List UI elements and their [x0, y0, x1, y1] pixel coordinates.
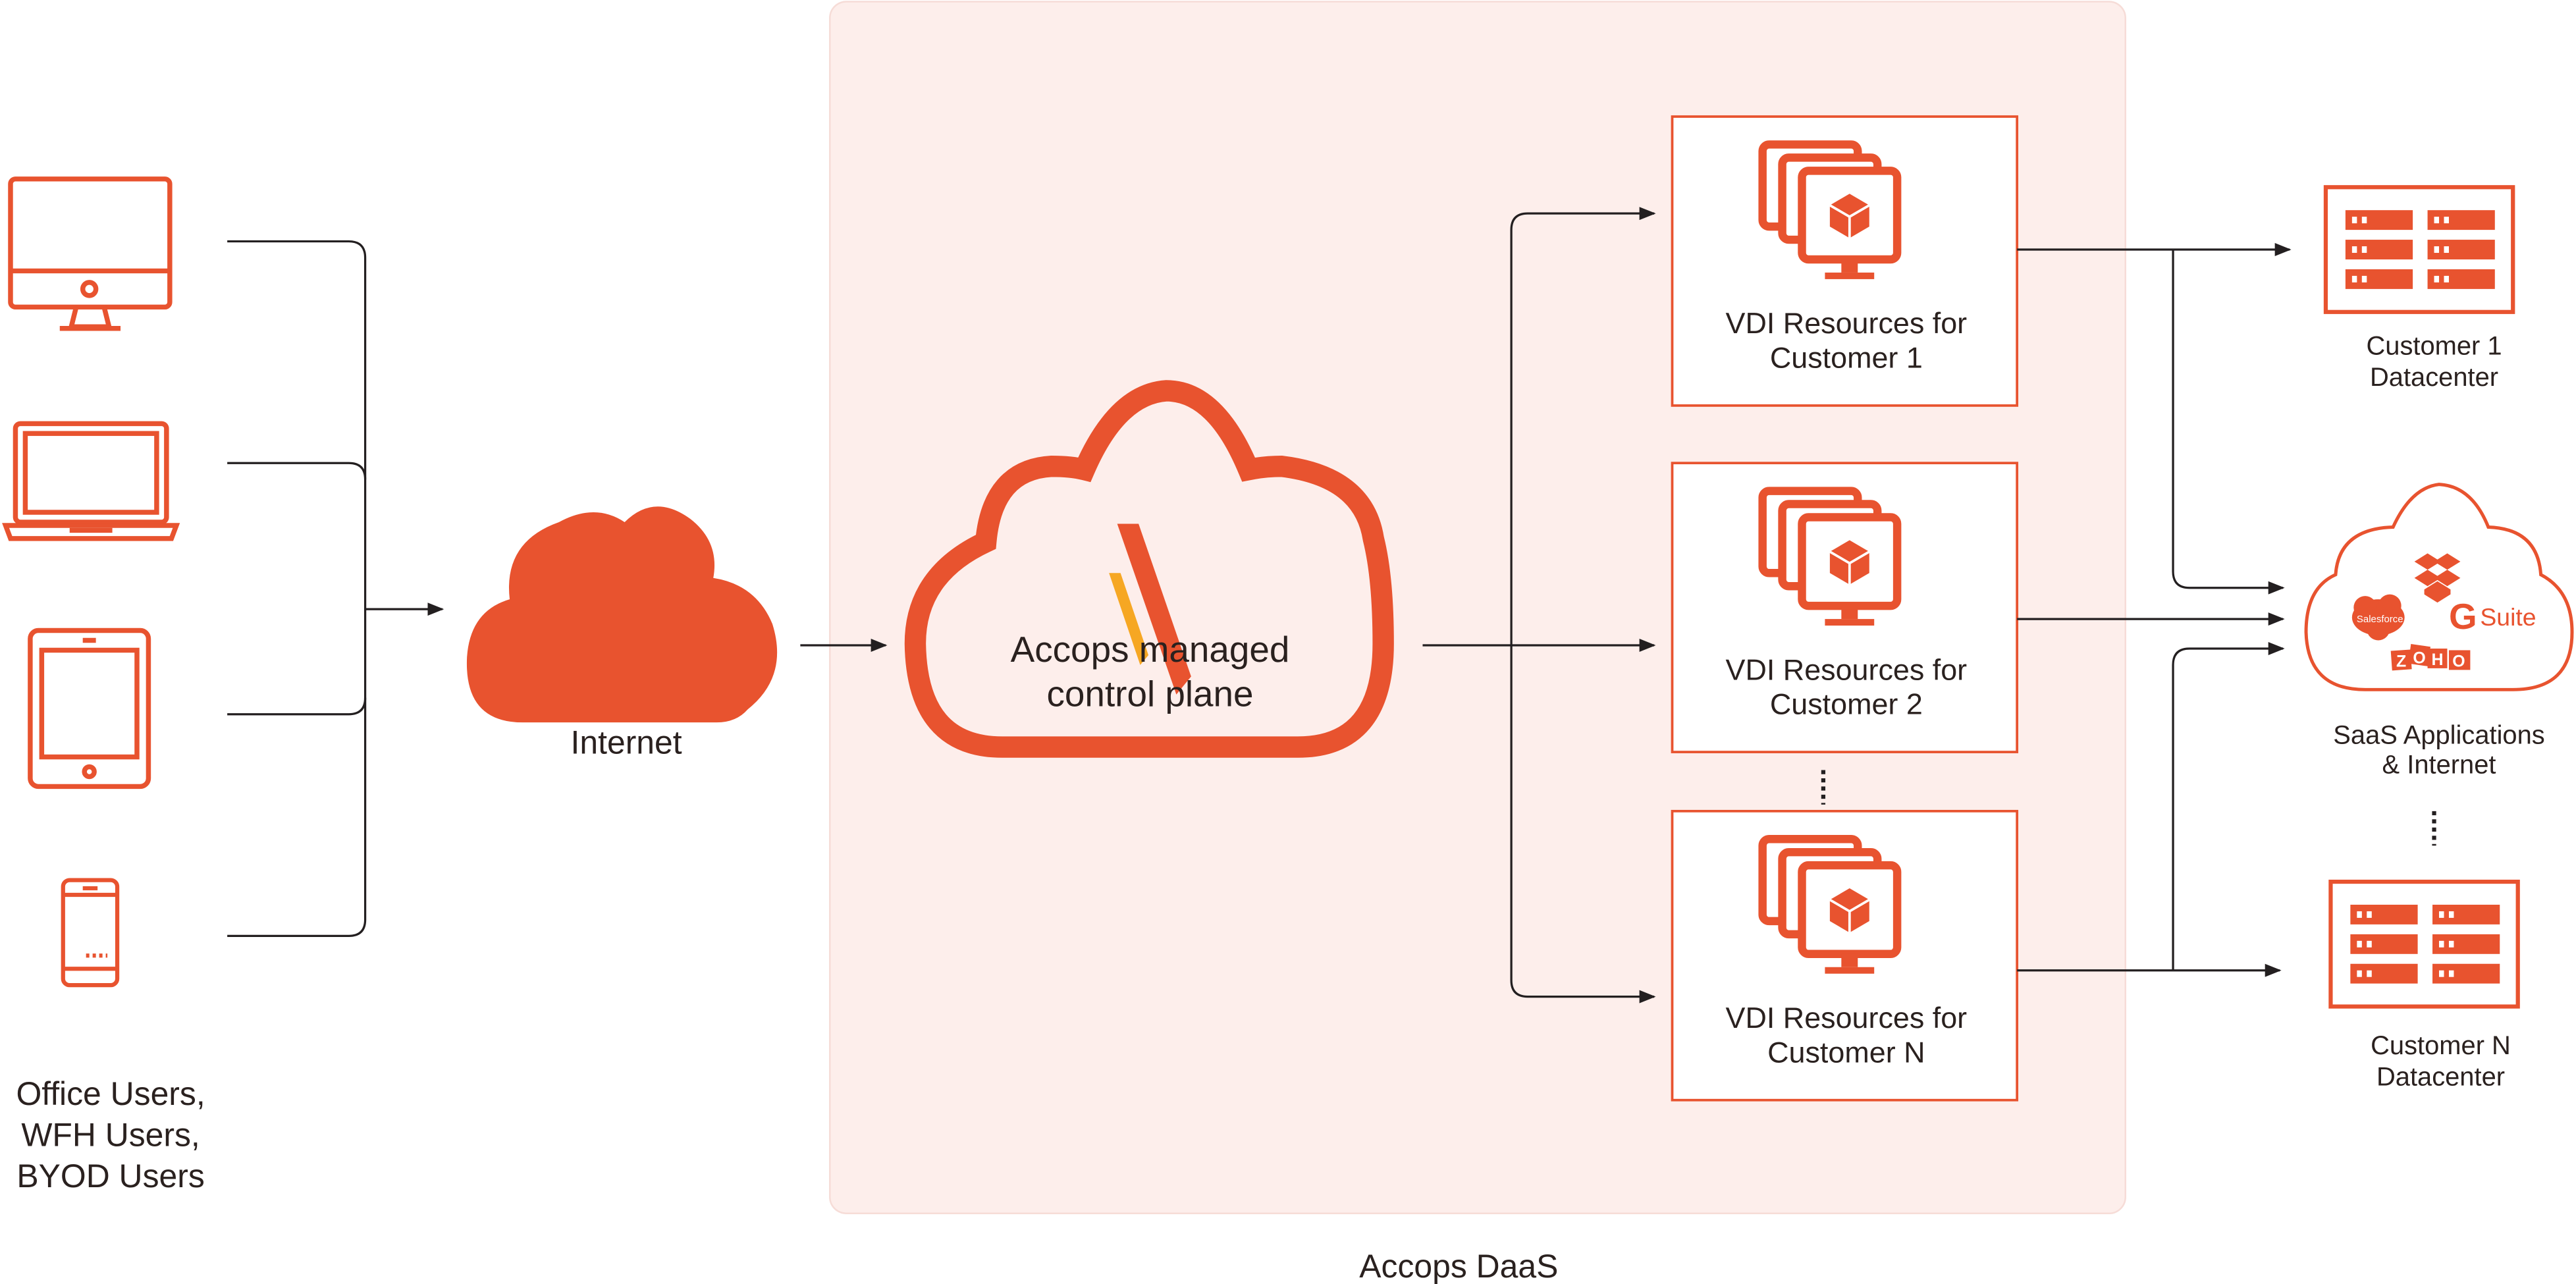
- svg-text:O: O: [2413, 649, 2425, 667]
- zoho-logo: Z O H O: [2390, 644, 2471, 670]
- phone-icon: [61, 878, 120, 988]
- customer-n-datacenter: Customer N Datacenter: [2330, 882, 2517, 1091]
- tablet-icon: [28, 628, 151, 789]
- svg-text:Customer 1: Customer 1: [1770, 341, 1923, 375]
- vdi-box-customer-n: VDI Resources for Customer N: [1671, 809, 2019, 1102]
- saas-cloud: Salesforce G Suite Z O H O: [2304, 483, 2574, 691]
- customer-1-datacenter: Customer 1 Datacenter: [2326, 187, 2513, 392]
- svg-text:Customer 1: Customer 1: [2366, 332, 2502, 361]
- salesforce-logo: Salesforce: [2351, 594, 2405, 641]
- saas-label: SaaS Applications & Internet: [2333, 721, 2544, 780]
- svg-text:VDI Resources for: VDI Resources for: [1726, 1001, 1968, 1034]
- control-plane-label: Accops managed control plane: [1011, 629, 1290, 714]
- svg-text:Suite: Suite: [2480, 603, 2536, 631]
- svg-text:H: H: [2432, 651, 2444, 669]
- server-rack-icon: [2326, 187, 2513, 312]
- svg-text:Customer 2: Customer 2: [1770, 687, 1923, 721]
- svg-text:VDI Resources for: VDI Resources for: [1726, 306, 1968, 340]
- internet-cloud-icon: [466, 506, 778, 723]
- desktop-icon: [8, 176, 173, 331]
- vdi-to-destination-connectors: [2017, 243, 2292, 977]
- svg-text:Salesforce: Salesforce: [2357, 614, 2403, 625]
- accops-logo: [1109, 523, 1191, 695]
- svg-text:& Internet: & Internet: [2382, 750, 2496, 779]
- svg-text:Office Users,: Office Users,: [16, 1075, 205, 1112]
- svg-text:BYOD Users: BYOD Users: [16, 1158, 204, 1194]
- svg-text:Customer N: Customer N: [2371, 1031, 2511, 1060]
- svg-text:Customer N: Customer N: [1767, 1035, 1925, 1069]
- svg-text:VDI Resources for: VDI Resources for: [1726, 653, 1968, 686]
- users-label: Office Users, WFH Users, BYOD Users: [16, 1075, 205, 1194]
- dropbox-logo: [2414, 553, 2461, 603]
- svg-text:Accops managed: Accops managed: [1011, 629, 1290, 670]
- gsuite-logo: G Suite: [2449, 596, 2536, 637]
- svg-text:Z: Z: [2396, 652, 2406, 670]
- svg-text:G: G: [2449, 596, 2477, 637]
- svg-text:Datacenter: Datacenter: [2370, 363, 2498, 392]
- server-rack-icon: [2330, 882, 2517, 1007]
- vdi-box-customer-1: VDI Resources for Customer 1: [1671, 115, 2019, 407]
- laptop-icon: [2, 421, 180, 541]
- svg-text:control plane: control plane: [1047, 673, 1254, 714]
- users-connector: [227, 240, 444, 937]
- vdi-box-customer-2: VDI Resources for Customer 2: [1671, 462, 2019, 753]
- internet-label: Internet: [571, 724, 682, 761]
- daas-label: Accops DaaS: [1359, 1248, 1558, 1284]
- svg-text:SaaS Applications: SaaS Applications: [2333, 721, 2544, 750]
- control-plane-connector: [1422, 207, 1656, 1003]
- svg-text:O: O: [2452, 652, 2465, 670]
- svg-text:WFH Users,: WFH Users,: [21, 1117, 200, 1154]
- svg-text:Datacenter: Datacenter: [2376, 1062, 2505, 1091]
